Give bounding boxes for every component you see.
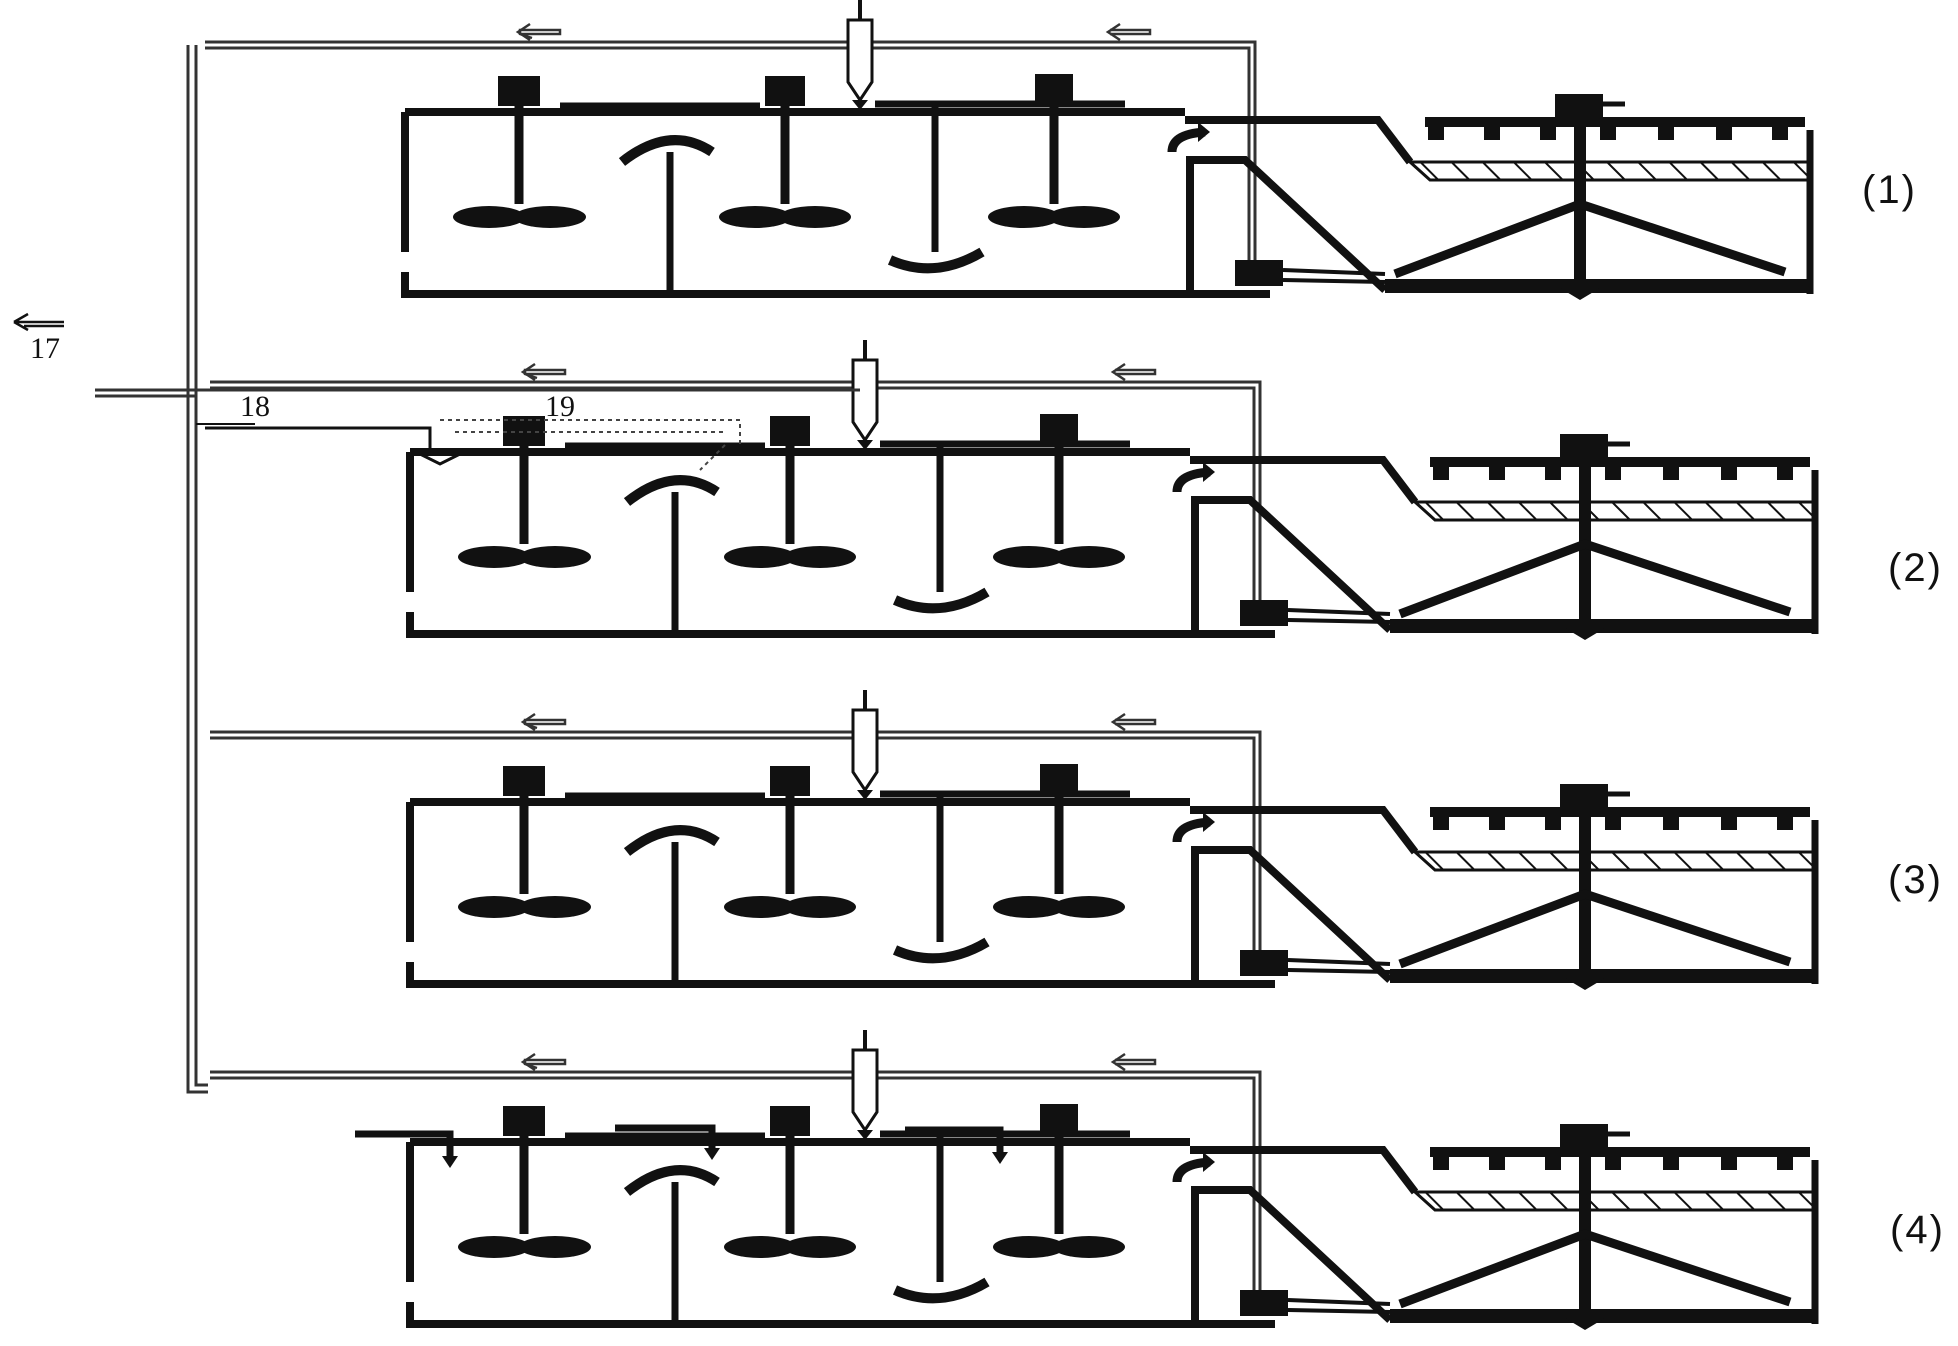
feed-arrow-2 [615,1124,716,1152]
stage-label-3: (3) [1888,858,1943,902]
feed-arrow-3 [905,1126,1004,1155]
ref-number-17: 17 [30,332,60,365]
main-header-pipe [186,45,208,1094]
line-18 [205,426,432,448]
train-1 [203,0,1810,300]
stage-label-4: (4) [1890,1208,1945,1252]
train-2 [208,338,1815,640]
train-4 [208,1028,1815,1330]
line-19 [440,419,741,445]
ref-number-19: 19 [545,390,575,423]
stage-label-1: (1) [1862,168,1917,212]
outlet-arrow [13,312,64,332]
feed-arrow-1 [355,1130,454,1160]
train-3 [208,688,1815,990]
stage-label-2: (2) [1888,546,1943,590]
ref-number-18: 18 [240,390,270,423]
